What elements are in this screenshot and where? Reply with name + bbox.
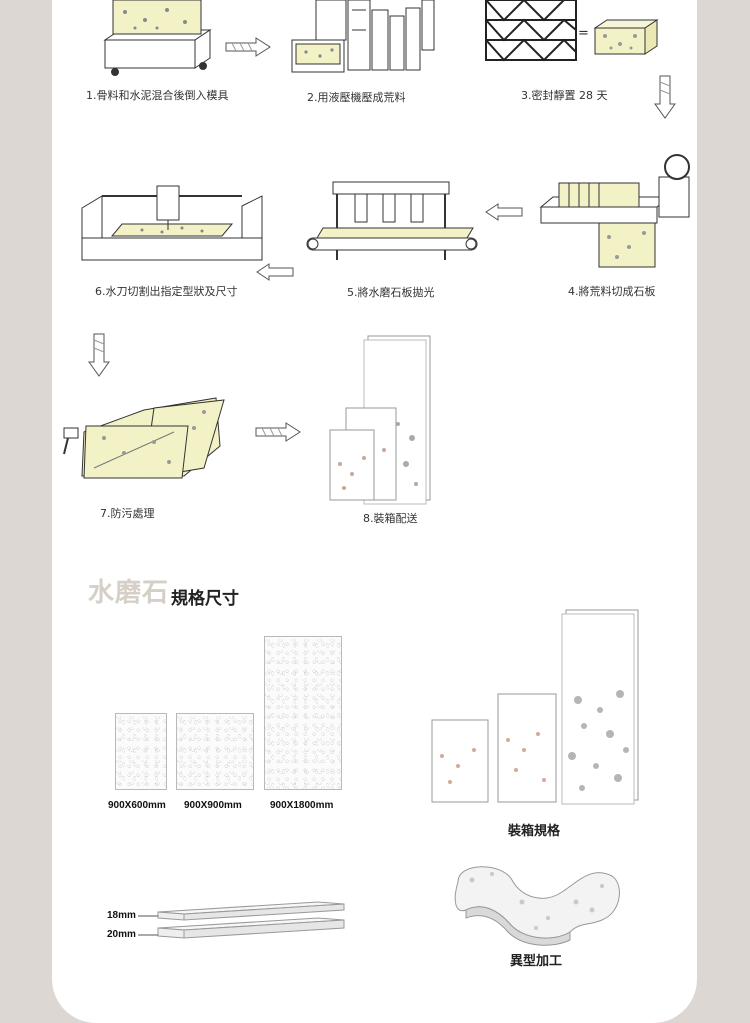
block-saw-illustration [539,154,690,268]
slab-900x900 [176,713,254,790]
slab-900x600 [115,713,167,790]
step-4-label: 4.將荒料切成石板 [568,285,656,298]
packaging-caption: 裝箱規格 [508,824,561,839]
polishing-machine-illustration [306,181,478,260]
size-label-900x900: 900X900mm [184,800,242,811]
thickness-label-18mm: 18mm [107,910,136,921]
custom-shape-illustration [454,866,620,946]
arrow-right-icon [225,37,271,57]
waterjet-cutter-illustration [81,185,263,261]
step-5-label: 5.將水磨石板拋光 [347,286,435,299]
equals-sign: = [578,26,589,41]
step-2-label: 2.用液壓機壓成荒料 [307,91,406,104]
step-1-label: 1.骨料和水泥混合後倒入模具 [86,89,229,102]
packaging-spec-illustration [431,609,639,805]
size-label-900x600: 900X600mm [108,800,166,811]
step-6-label: 6.水刀切割出指定型狀及尺寸 [95,285,238,298]
thickness-label-20mm: 20mm [107,929,136,940]
content-panel [52,0,697,1023]
step-8-label: 8.裝箱配送 [363,512,418,525]
packaging-boxes-illustration [329,335,431,505]
mold-box-illustration [103,0,212,76]
step-3-label: 3.密封靜置 28 天 [521,89,608,102]
size-label-900x1800: 900X1800mm [270,800,334,811]
arrow-left-icon [256,263,294,281]
thickness-slabs-illustration [157,901,345,939]
arrow-right-icon [255,422,301,442]
hydraulic-press-illustration [291,0,435,73]
spec-title-accent: 水磨石 [88,578,170,608]
custom-shape-caption: 異型加工 [510,954,563,969]
arrow-left-icon [485,203,523,221]
thickness-leader-lines [138,915,158,936]
cured-block-illustration [593,19,659,55]
arrow-down-icon [654,75,676,119]
spec-title-main: 規格尺寸 [171,589,239,609]
anti-stain-slabs-illustration [63,397,225,479]
arrow-down-icon [88,333,110,377]
step-7-label: 7.防污處理 [100,507,155,520]
sealed-lattice-illustration [485,0,577,62]
slab-900x1800 [264,636,342,790]
